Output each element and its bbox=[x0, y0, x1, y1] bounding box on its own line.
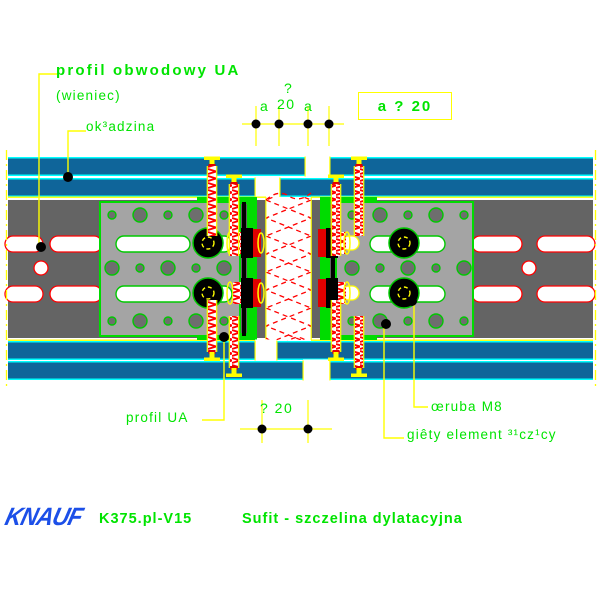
drawing-title: Sufit - szczelina dylatacyjna bbox=[242, 511, 463, 527]
screw-lower-left-inner bbox=[226, 316, 242, 377]
left-connector-plate bbox=[99, 201, 241, 337]
knauf-logo: KNAUF bbox=[2, 503, 86, 531]
bolt-head-right-top bbox=[388, 227, 420, 259]
dimension-bottom bbox=[240, 400, 332, 443]
label-okladzina: ok³adzina bbox=[86, 119, 156, 134]
screws bbox=[204, 156, 367, 377]
profile-flange-lines bbox=[8, 196, 593, 341]
bottom-cladding-band bbox=[8, 339, 593, 382]
screw-upper-left-outer bbox=[204, 156, 220, 236]
leader-profil-ua bbox=[202, 337, 225, 421]
dim-box-label: a ? 20 bbox=[377, 97, 433, 115]
edge-centerlines bbox=[5, 150, 597, 390]
dim-box-a20: a ? 20 bbox=[358, 92, 452, 120]
drawing-code: K375.pl-V15 bbox=[99, 511, 193, 527]
dim-top-gap-value: 20 bbox=[277, 96, 296, 112]
bolt-assembly-left-bottom bbox=[226, 278, 265, 308]
screw-upper-right-inner bbox=[328, 174, 344, 256]
screw-upper-left-inner bbox=[226, 174, 242, 256]
bolt-assembly-right-bottom bbox=[318, 278, 360, 308]
dimension-top bbox=[242, 106, 344, 146]
screw-lower-right-inner bbox=[328, 300, 344, 361]
dim-top-a-left: a bbox=[260, 98, 270, 114]
leader-giety-element bbox=[383, 324, 404, 439]
dim-bottom-label: ? 20 bbox=[260, 400, 294, 416]
leader-okladzina bbox=[67, 130, 86, 177]
screw-lower-right-outer bbox=[351, 316, 367, 377]
joint-black-lines bbox=[242, 202, 335, 336]
label-profil-obwodowy: profil obwodowy UA bbox=[56, 62, 241, 79]
insulation-strip bbox=[265, 192, 312, 346]
label-sruba-m8: œruba M8 bbox=[431, 399, 503, 414]
screw-upper-right-outer bbox=[351, 156, 367, 236]
dim-top-gap-symbol: ? bbox=[284, 80, 294, 96]
top-cladding-band bbox=[8, 155, 593, 199]
label-wieniec: (wieniec) bbox=[56, 88, 121, 103]
dim-top-a-right: a bbox=[304, 98, 314, 114]
label-giety-element: giêty element ³¹cz¹cy bbox=[407, 427, 557, 442]
leader-profil-obwodowy bbox=[38, 73, 57, 247]
leader-dots bbox=[36, 172, 417, 342]
leader-sruba-m8 bbox=[413, 303, 428, 408]
leader-lines bbox=[38, 73, 428, 439]
label-profil-ua: profil UA bbox=[126, 410, 189, 425]
screw-lower-left-outer bbox=[204, 300, 220, 361]
